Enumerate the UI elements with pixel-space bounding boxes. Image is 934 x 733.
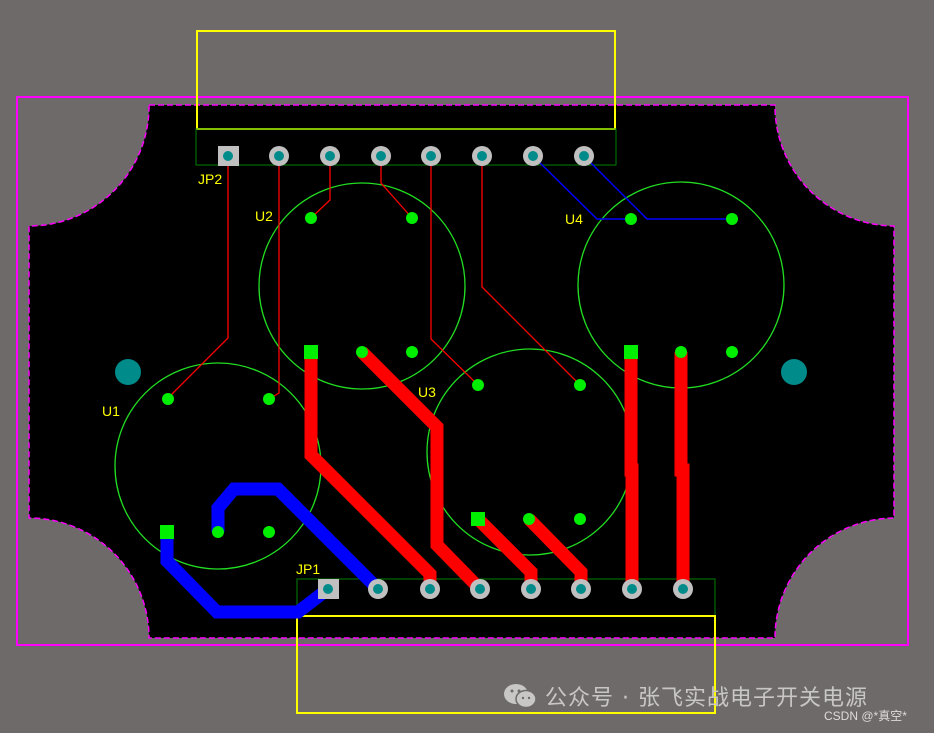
wechat-icon	[503, 683, 537, 709]
credit-text: CSDN @*真空*	[824, 709, 907, 723]
u3-designator: U3	[418, 384, 436, 400]
power-traces-bottom	[160, 482, 383, 619]
u2-outline	[258, 182, 466, 390]
u4-designator: U4	[565, 211, 583, 227]
jp2-pads	[218, 146, 594, 166]
signal-traces-bottom	[532, 155, 732, 220]
jp1-body-outline	[296, 615, 716, 714]
board-outline	[28, 104, 895, 639]
component-pads	[160, 212, 738, 539]
mounting-hole-right	[781, 359, 807, 385]
u1-designator: U1	[102, 403, 120, 419]
jp2-designator: JP2	[198, 171, 223, 187]
jp2-courtyard	[195, 128, 617, 166]
mounting-hole-left	[115, 359, 141, 385]
u2-designator: U2	[255, 208, 273, 224]
jp1-designator: JP1	[296, 561, 321, 577]
watermark: 公众号 · 张飞实战电子开关电源	[503, 680, 868, 712]
watermark-text: 公众号 · 张飞实战电子开关电源	[545, 686, 868, 711]
jp1-pads	[318, 579, 693, 599]
keepout-outline	[16, 96, 909, 646]
